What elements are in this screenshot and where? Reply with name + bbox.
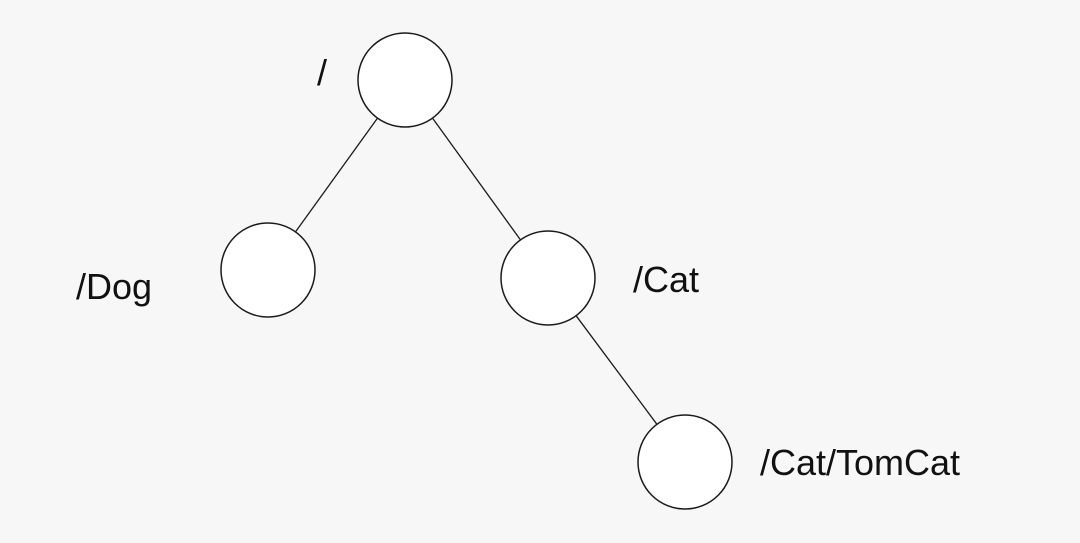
edge-cat-tomcat bbox=[575, 315, 658, 425]
tree-node-cat bbox=[500, 230, 596, 326]
tree-node-dog bbox=[220, 222, 316, 318]
tree-node-tomcat bbox=[637, 414, 733, 510]
node-label-tomcat: /Cat/TomCat bbox=[760, 442, 960, 483]
edge-root-dog bbox=[294, 117, 379, 233]
node-label-root: / bbox=[317, 52, 327, 93]
node-label-cat: /Cat bbox=[633, 259, 699, 300]
tree-node-root bbox=[357, 32, 453, 128]
node-label-dog: /Dog bbox=[76, 266, 152, 307]
edge-root-cat bbox=[431, 117, 522, 241]
